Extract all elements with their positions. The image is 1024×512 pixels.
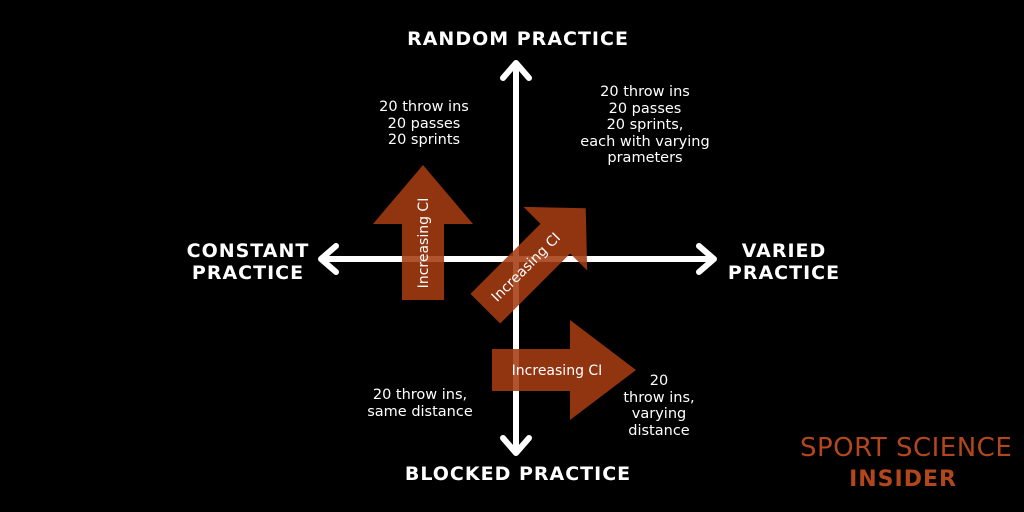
axis-arrowhead-up xyxy=(500,60,532,81)
diagonal-arrow-shape xyxy=(470,206,588,324)
note-bottom-left: 20 throw ins, same distance xyxy=(350,387,490,420)
note-bottom-right-line: distance xyxy=(628,422,690,439)
varied-practice-label: VARIED PRACTICE xyxy=(716,240,852,284)
note-bottom-left-line: same distance xyxy=(367,403,473,420)
note-top-right: 20 throw ins 20 passes 20 sprints, each … xyxy=(560,84,730,167)
horizontal-arrow-shape xyxy=(492,320,636,420)
note-top-right-line: 20 sprints, xyxy=(606,117,684,133)
vertical-arrow-shape xyxy=(373,165,473,300)
axis-arrowhead-right xyxy=(696,243,717,275)
note-bottom-right: 20 throw ins, varying distance xyxy=(604,373,714,439)
note-top-right-line: 20 passes xyxy=(608,100,682,117)
constant-practice-line2: PRACTICE xyxy=(191,262,305,284)
note-top-left-line: 20 sprints xyxy=(387,132,461,148)
note-top-left-line: 20 throw ins xyxy=(379,99,469,115)
random-practice-label: RANDOM PRACTICE xyxy=(407,28,629,50)
note-bottom-right-line: varying xyxy=(631,406,687,422)
axis-arrowhead-down xyxy=(500,435,532,456)
note-top-right-line: each with varying xyxy=(580,133,710,150)
note-top-right-line: 20 throw ins xyxy=(600,84,690,100)
varied-practice-line2: PRACTICE xyxy=(727,262,841,284)
note-top-left-line: 20 passes xyxy=(387,115,461,132)
note-bottom-right-line: 20 xyxy=(649,373,669,389)
constant-practice-label: CONSTANT PRACTICE xyxy=(180,240,316,284)
vertical-ci-arrow: Increasing CI xyxy=(373,165,473,300)
note-top-left: 20 throw ins 20 passes 20 sprints xyxy=(356,99,492,149)
brand-logo-line2: INSIDER xyxy=(849,467,957,492)
horizontal-ci-arrow: Increasing CI xyxy=(492,320,636,420)
constant-practice-line1: CONSTANT xyxy=(186,240,310,262)
note-top-right-line: prameters xyxy=(607,150,683,166)
axis-arrowhead-left xyxy=(318,243,339,275)
note-bottom-right-line: throw ins, xyxy=(623,389,695,406)
note-bottom-left-line: 20 throw ins, xyxy=(372,387,468,403)
brand-logo-line1: SPORT SCIENCE xyxy=(800,433,1013,463)
horizontal-arrow-label: Increasing CI xyxy=(512,363,603,379)
blocked-practice-label: BLOCKED PRACTICE xyxy=(404,463,632,485)
varied-practice-line1: VARIED xyxy=(741,240,827,262)
vertical-arrow-label: Increasing CI xyxy=(416,198,432,289)
